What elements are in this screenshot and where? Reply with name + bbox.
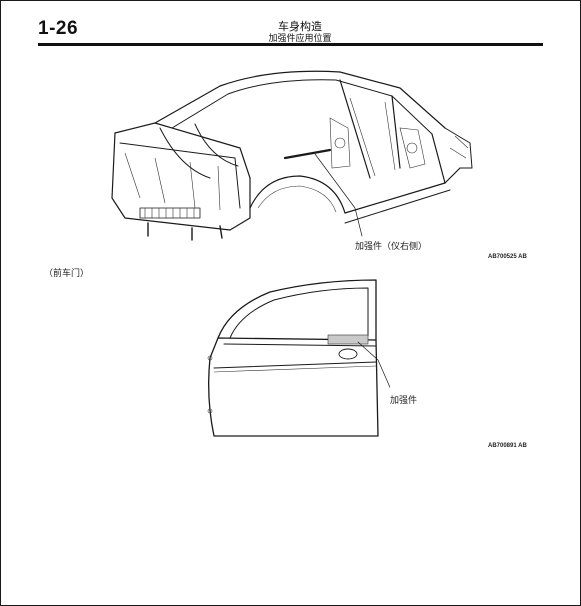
body-in-white-illustration: [100, 58, 480, 258]
front-door-illustration: [200, 278, 390, 440]
reinforcement-callout-label-body: 加强件（仪右侧）: [355, 242, 428, 252]
figure-code-door: AB700891 AB: [488, 443, 527, 449]
front-door-section-label: （前车门）: [44, 269, 90, 279]
section-title: 加强件应用位置: [268, 34, 332, 44]
chapter-title: 车身构造: [278, 20, 322, 33]
figure-code-body: AB700525 AB: [488, 254, 527, 260]
reinforcement-callout-label-door: 加强件: [390, 396, 418, 406]
header-rule: [38, 43, 543, 46]
page-number: 1-26: [38, 18, 79, 39]
